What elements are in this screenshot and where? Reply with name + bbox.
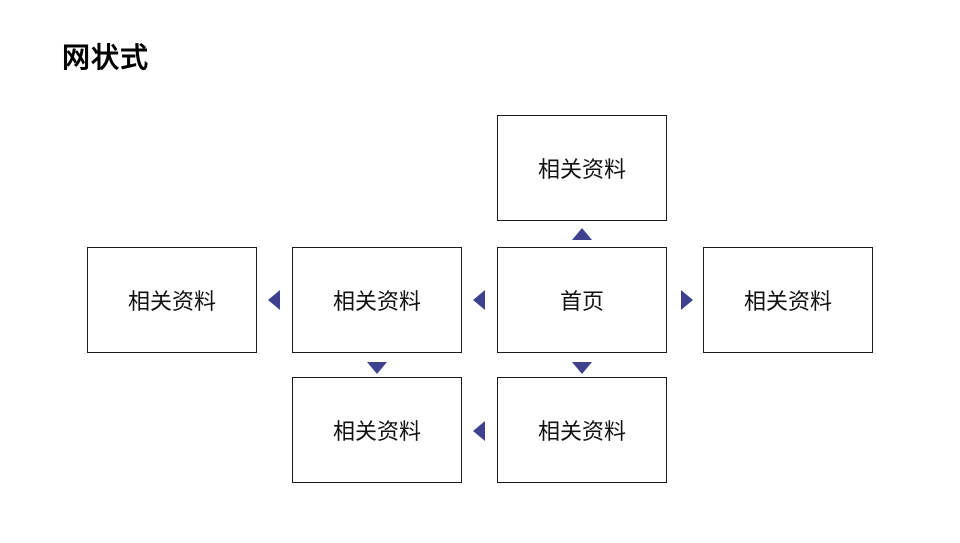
- left-arrow-icon: [268, 290, 280, 310]
- right-arrow-icon: [681, 290, 693, 310]
- page-title: 网状式: [62, 41, 150, 74]
- left-arrow-icon: [473, 290, 485, 310]
- node-left-far: 相关资料: [87, 247, 257, 353]
- left-arrow-icon: [473, 421, 485, 441]
- node-bottom-left: 相关资料: [292, 377, 462, 483]
- node-home: 首页: [497, 247, 667, 353]
- up-arrow-icon: [572, 228, 592, 240]
- node-top: 相关资料: [497, 115, 667, 221]
- down-arrow-icon: [572, 362, 592, 374]
- down-arrow-icon: [367, 362, 387, 374]
- node-right: 相关资料: [703, 247, 873, 353]
- node-bottom-center: 相关资料: [497, 377, 667, 483]
- node-left-near: 相关资料: [292, 247, 462, 353]
